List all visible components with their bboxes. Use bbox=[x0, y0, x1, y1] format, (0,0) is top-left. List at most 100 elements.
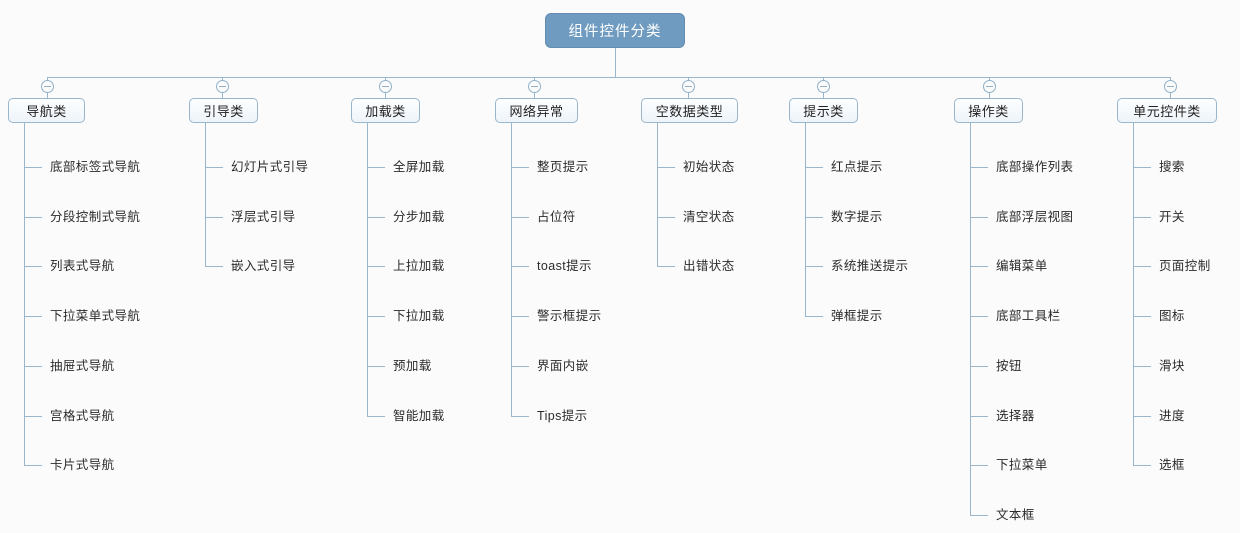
leaf-connector-line bbox=[970, 514, 988, 516]
branch-node-6[interactable]: 提示类 bbox=[789, 98, 858, 123]
leaf-item[interactable]: 底部标签式导航 bbox=[50, 159, 141, 174]
leaf-item[interactable]: 列表式导航 bbox=[50, 259, 115, 274]
leaf-item[interactable]: 开关 bbox=[1159, 209, 1185, 224]
minus-circle-icon[interactable] bbox=[378, 80, 392, 93]
leaf-connector-line bbox=[970, 365, 988, 367]
branch-node-7[interactable]: 操作类 bbox=[954, 98, 1023, 123]
leaf-connector-line bbox=[24, 465, 42, 467]
branch-node-8[interactable]: 单元控件类 bbox=[1117, 98, 1217, 123]
branch-node-4[interactable]: 网络异常 bbox=[495, 98, 578, 123]
leaf-item[interactable]: 分段控制式导航 bbox=[50, 209, 141, 224]
leaf-connector-line bbox=[970, 316, 988, 318]
leaf-connector-line bbox=[24, 316, 42, 318]
leaf-item[interactable]: 全屏加载 bbox=[393, 159, 445, 174]
leaf-connector-line bbox=[511, 365, 529, 367]
branch-node-1[interactable]: 导航类 bbox=[8, 98, 85, 123]
leaf-connector-line bbox=[24, 216, 42, 218]
minus-circle-icon[interactable] bbox=[215, 80, 229, 93]
leaf-item[interactable]: 选择器 bbox=[996, 408, 1035, 423]
leaf-connector-line bbox=[970, 167, 988, 168]
branch-node-3[interactable]: 加载类 bbox=[351, 98, 420, 123]
leaf-item[interactable]: 抽屉式导航 bbox=[50, 358, 115, 373]
leaf-connector-line bbox=[367, 316, 385, 318]
leaf-item[interactable]: 嵌入式引导 bbox=[231, 259, 296, 274]
leaf-connector-line bbox=[24, 167, 42, 168]
leaf-item[interactable]: 界面内嵌 bbox=[537, 358, 589, 373]
leaf-connector-line bbox=[367, 216, 385, 218]
leaf-item[interactable]: 预加载 bbox=[393, 358, 432, 373]
leaf-item[interactable]: 出错状态 bbox=[683, 259, 735, 274]
leaf-item[interactable]: 按钮 bbox=[996, 358, 1022, 373]
leaf-item[interactable]: toast提示 bbox=[537, 259, 592, 274]
child-spine-line bbox=[367, 123, 368, 416]
leaf-connector-line bbox=[657, 266, 675, 268]
leaf-item[interactable]: 宫格式导航 bbox=[50, 408, 115, 423]
minus-circle-icon[interactable] bbox=[1163, 80, 1177, 93]
leaf-connector-line bbox=[511, 167, 529, 168]
leaf-connector-line bbox=[657, 216, 675, 218]
leaf-item[interactable]: 底部操作列表 bbox=[996, 159, 1074, 174]
root-stem-line bbox=[615, 48, 616, 77]
leaf-connector-line bbox=[1133, 365, 1151, 367]
leaf-connector-line bbox=[367, 266, 385, 268]
leaf-connector-line bbox=[367, 415, 385, 417]
minus-circle-icon[interactable] bbox=[527, 80, 541, 93]
leaf-item[interactable]: 搜索 bbox=[1159, 159, 1185, 174]
minus-circle-icon[interactable] bbox=[982, 80, 996, 93]
leaf-connector-line bbox=[805, 316, 823, 318]
leaf-connector-line bbox=[205, 167, 223, 168]
leaf-connector-line bbox=[511, 216, 529, 218]
branch-node-2[interactable]: 引导类 bbox=[189, 98, 258, 123]
leaf-item[interactable]: 文本框 bbox=[996, 507, 1035, 522]
leaf-item[interactable]: 上拉加载 bbox=[393, 259, 445, 274]
leaf-item[interactable]: 编辑菜单 bbox=[996, 259, 1048, 274]
leaf-connector-line bbox=[1133, 465, 1151, 467]
child-spine-line bbox=[511, 123, 512, 416]
leaf-item[interactable]: 清空状态 bbox=[683, 209, 735, 224]
leaf-connector-line bbox=[970, 465, 988, 467]
leaf-item[interactable]: 进度 bbox=[1159, 408, 1185, 423]
leaf-connector-line bbox=[1133, 415, 1151, 417]
branch-node-5[interactable]: 空数据类型 bbox=[641, 98, 738, 123]
leaf-item[interactable]: 卡片式导航 bbox=[50, 457, 115, 472]
leaf-connector-line bbox=[511, 415, 529, 417]
leaf-connector-line bbox=[1133, 316, 1151, 318]
leaf-connector-line bbox=[970, 266, 988, 268]
leaf-item[interactable]: 图标 bbox=[1159, 308, 1185, 323]
leaf-item[interactable]: 整页提示 bbox=[537, 159, 589, 174]
minus-circle-icon[interactable] bbox=[40, 80, 54, 93]
leaf-item[interactable]: 警示框提示 bbox=[537, 308, 602, 323]
leaf-connector-line bbox=[511, 316, 529, 318]
leaf-item[interactable]: 分步加载 bbox=[393, 209, 445, 224]
leaf-item[interactable]: 下拉加载 bbox=[393, 308, 445, 323]
leaf-item[interactable]: 下拉菜单式导航 bbox=[50, 308, 141, 323]
leaf-item[interactable]: 初始状态 bbox=[683, 159, 735, 174]
leaf-item[interactable]: 浮层式引导 bbox=[231, 209, 296, 224]
minus-circle-icon[interactable] bbox=[681, 80, 695, 93]
child-spine-line bbox=[805, 123, 806, 317]
leaf-connector-line bbox=[24, 365, 42, 367]
leaf-connector-line bbox=[511, 266, 529, 268]
leaf-item[interactable]: 下拉菜单 bbox=[996, 457, 1048, 472]
leaf-item[interactable]: 底部浮层视图 bbox=[996, 209, 1074, 224]
leaf-item[interactable]: 红点提示 bbox=[831, 159, 883, 174]
leaf-connector-line bbox=[970, 415, 988, 417]
leaf-item[interactable]: 滑块 bbox=[1159, 358, 1185, 373]
leaf-item[interactable]: 系统推送提示 bbox=[831, 259, 909, 274]
leaf-item[interactable]: 页面控制 bbox=[1159, 259, 1211, 274]
root-node[interactable]: 组件控件分类 bbox=[545, 13, 685, 48]
leaf-connector-line bbox=[24, 266, 42, 268]
leaf-item[interactable]: 弹框提示 bbox=[831, 308, 883, 323]
leaf-item[interactable]: 数字提示 bbox=[831, 209, 883, 224]
leaf-item[interactable]: 幻灯片式引导 bbox=[231, 159, 309, 174]
child-spine-line bbox=[970, 123, 971, 515]
leaf-item[interactable]: Tips提示 bbox=[537, 408, 588, 423]
minus-circle-icon[interactable] bbox=[816, 80, 830, 93]
child-spine-line bbox=[205, 123, 206, 267]
leaf-connector-line bbox=[970, 216, 988, 218]
leaf-item[interactable]: 智能加载 bbox=[393, 408, 445, 423]
leaf-item[interactable]: 底部工具栏 bbox=[996, 308, 1061, 323]
leaf-item[interactable]: 占位符 bbox=[537, 209, 576, 224]
leaf-item[interactable]: 选框 bbox=[1159, 457, 1185, 472]
leaf-connector-line bbox=[367, 365, 385, 367]
